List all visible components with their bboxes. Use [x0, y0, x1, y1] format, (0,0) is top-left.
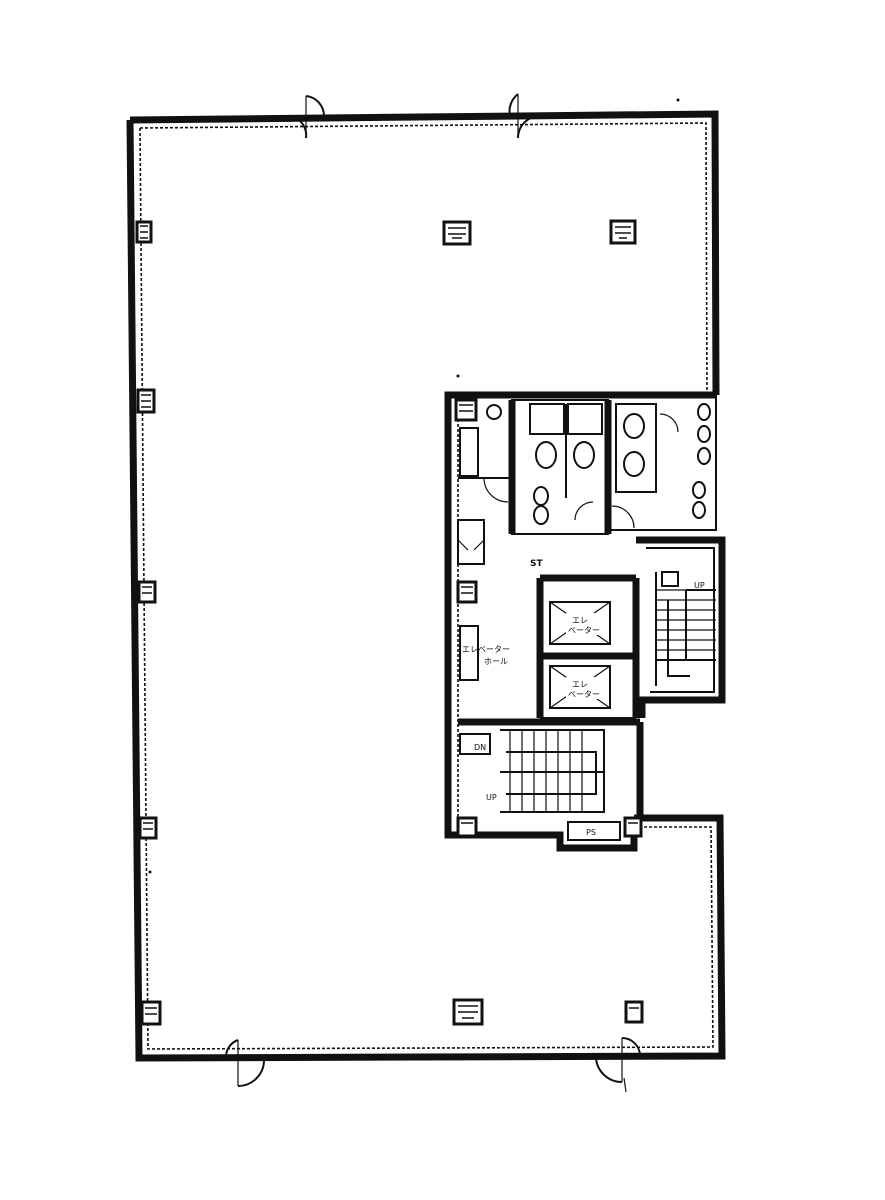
- stair-core-dn-label: DN: [474, 743, 486, 752]
- door-bottom-left: [225, 1039, 265, 1087]
- elevator-car-1: エレ ベーター: [549, 601, 611, 645]
- column: [456, 816, 478, 838]
- column: [454, 398, 478, 422]
- stair-core-treads: [509, 730, 583, 812]
- columns: [135, 219, 644, 1026]
- elevator-hall-label-1: エレベーター: [462, 645, 510, 654]
- pipe-shaft-label: PS: [586, 828, 596, 837]
- washroom-block: [508, 395, 717, 535]
- core-wall: [444, 391, 716, 852]
- column: [609, 219, 637, 245]
- stair-east-treads: [656, 589, 716, 651]
- column: [136, 388, 156, 414]
- column: [138, 816, 158, 840]
- elevator-hall-label-2: ホール: [484, 657, 508, 666]
- column: [452, 998, 484, 1026]
- pantry-label: ST: [530, 559, 543, 569]
- column: [624, 1000, 644, 1024]
- stair-east: UP: [636, 536, 726, 718]
- door-top-right: [508, 93, 541, 139]
- elevator-2-label-2: ベーター: [568, 690, 600, 699]
- stray-marks: [148, 98, 680, 1093]
- pantry: ST: [457, 404, 543, 569]
- outer-wall: [126, 110, 726, 1062]
- stair-east-up-label: UP: [694, 581, 705, 590]
- door-top-left: [295, 95, 326, 139]
- elevator-car-2: エレ ベーター: [549, 665, 611, 709]
- stair-core: DN UP: [458, 718, 644, 818]
- column: [442, 220, 472, 246]
- elevator-hall: エレベーター ホール: [459, 574, 640, 719]
- elevator-1-label-2: ベーター: [568, 626, 600, 635]
- column: [137, 580, 157, 604]
- stair-core-up-label: UP: [486, 793, 497, 802]
- elevator-1-label-1: エレ: [572, 616, 588, 625]
- column: [140, 1000, 162, 1026]
- door-bottom-right: [595, 1037, 641, 1084]
- column: [456, 580, 478, 604]
- elevator-2-label-1: エレ: [572, 680, 588, 689]
- column: [623, 816, 643, 838]
- pipe-shaft: PS: [567, 821, 621, 841]
- column: [135, 220, 153, 244]
